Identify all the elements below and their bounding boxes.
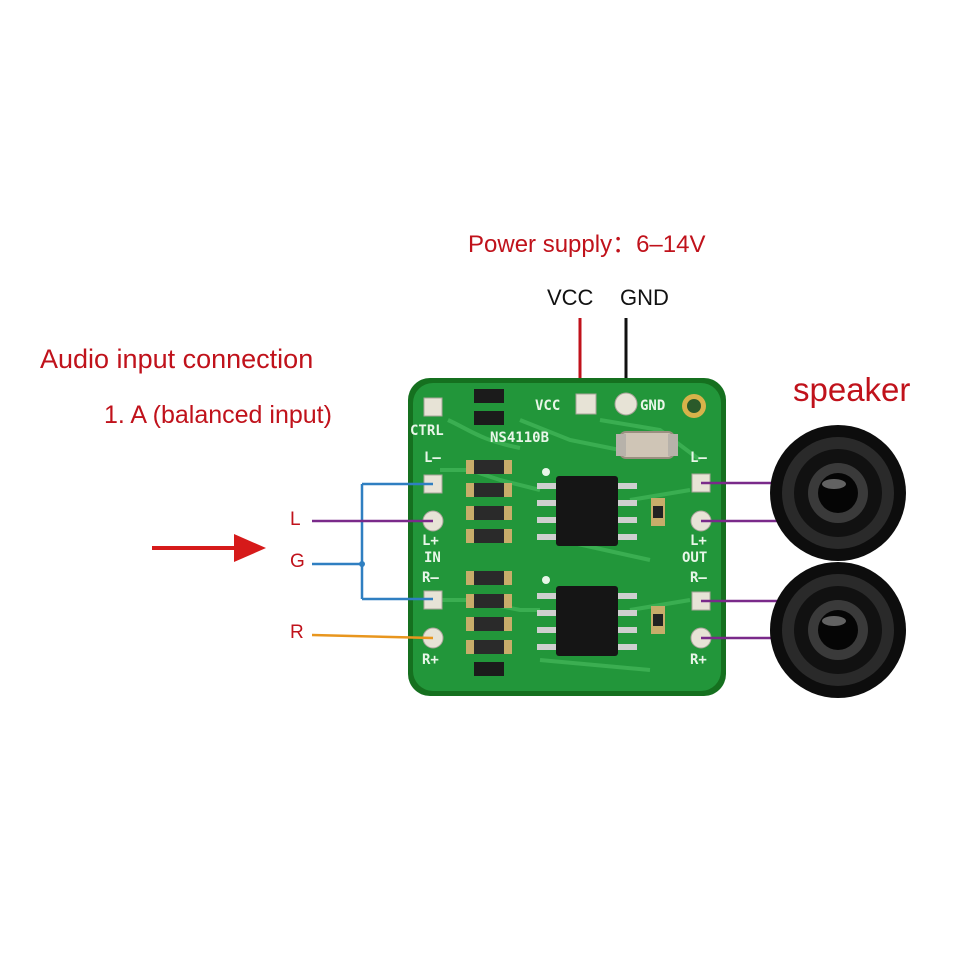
wire-g-blue [312, 482, 433, 601]
silk-r-minus: R– [422, 570, 439, 586]
pcb-board: CTRL VCC GND NS4110B L– L+ IN R– R+ L– L… [408, 378, 726, 696]
silk-vcc: VCC [535, 398, 560, 414]
wire-r-orange [311, 633, 434, 640]
pad-gnd [614, 392, 638, 416]
amplifier-chip-bottom [537, 576, 637, 656]
balanced-input-label: 1. A (balanced input) [104, 401, 332, 429]
silk-out-l-minus: L– [690, 450, 707, 466]
silk-chip-name: NS4110B [490, 430, 549, 446]
silk-gnd: GND [640, 398, 665, 414]
silk-l-minus: L– [424, 450, 441, 466]
silk-ctrl: CTRL [410, 423, 444, 439]
resistor-array [466, 389, 512, 676]
speaker-top [770, 425, 906, 561]
pad-vcc [575, 393, 597, 415]
silk-out-l-plus: L+ [690, 533, 707, 549]
wire-g-junction [359, 561, 365, 567]
wire-label-l: L [290, 509, 301, 530]
speaker-bottom [770, 562, 906, 698]
silk-in: IN [424, 550, 441, 566]
silk-out-r-minus: R– [690, 570, 707, 586]
silk-out: OUT [682, 550, 707, 566]
amplifier-chip-top [537, 468, 637, 546]
wire-label-g: G [290, 551, 305, 572]
wire-label-r: R [290, 622, 304, 643]
silk-l-plus: L+ [422, 533, 439, 549]
audio-input-title: Audio input connection [40, 344, 314, 374]
speaker-label: speaker [793, 371, 911, 408]
capacitor [619, 431, 675, 459]
gnd-label: GND [620, 285, 669, 310]
power-supply-label: Power supply：6–14V [468, 231, 706, 258]
input-arrow [152, 534, 266, 562]
silk-out-r-plus: R+ [690, 652, 707, 668]
pad-ctrl [423, 397, 443, 417]
vcc-label: VCC [547, 285, 594, 310]
input-wiring [311, 482, 434, 640]
silk-r-plus: R+ [422, 652, 439, 668]
